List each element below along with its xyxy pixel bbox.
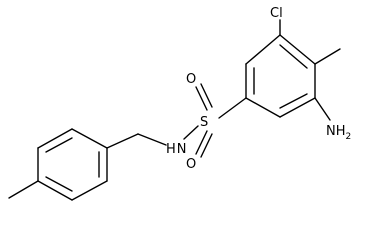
structure-canvas: Cl NH2 S O O HN xyxy=(8,6,351,201)
bond xyxy=(245,97,281,118)
bond xyxy=(279,44,308,69)
bond xyxy=(71,128,108,149)
bond-ring-sulfur xyxy=(218,97,247,119)
bond xyxy=(245,34,281,65)
bond xyxy=(37,128,73,149)
bond-n-ch2 xyxy=(137,133,167,146)
bond-s-o-top xyxy=(195,86,208,111)
bond xyxy=(71,180,108,201)
molecule-diagram: Cl NH2 S O O HN xyxy=(8,6,351,201)
nitrogen-label: HN xyxy=(166,142,187,157)
bond xyxy=(45,176,73,192)
bond xyxy=(279,34,316,65)
sulfur-label: S xyxy=(200,115,208,130)
bond-s-n xyxy=(183,125,199,140)
benzene-ring-left xyxy=(37,128,108,201)
bond-amino xyxy=(314,97,331,121)
oxygen-top-label: O xyxy=(186,72,196,87)
bond-s-o-top-double xyxy=(200,83,213,108)
bond-methyl xyxy=(314,48,341,65)
bond-s-o-bottom xyxy=(195,130,208,155)
bond-s-o-bottom-double xyxy=(200,133,213,158)
bond-para-methyl xyxy=(8,180,39,199)
bond xyxy=(279,93,308,109)
benzene-ring-right xyxy=(245,34,316,118)
bond xyxy=(45,137,73,153)
bond xyxy=(279,97,316,118)
oxygen-bottom-label: O xyxy=(186,157,196,172)
bond-ch2-ring xyxy=(106,133,139,149)
amine-label: NH2 xyxy=(326,124,351,142)
chlorine-label: Cl xyxy=(270,6,283,21)
bond xyxy=(37,180,73,201)
